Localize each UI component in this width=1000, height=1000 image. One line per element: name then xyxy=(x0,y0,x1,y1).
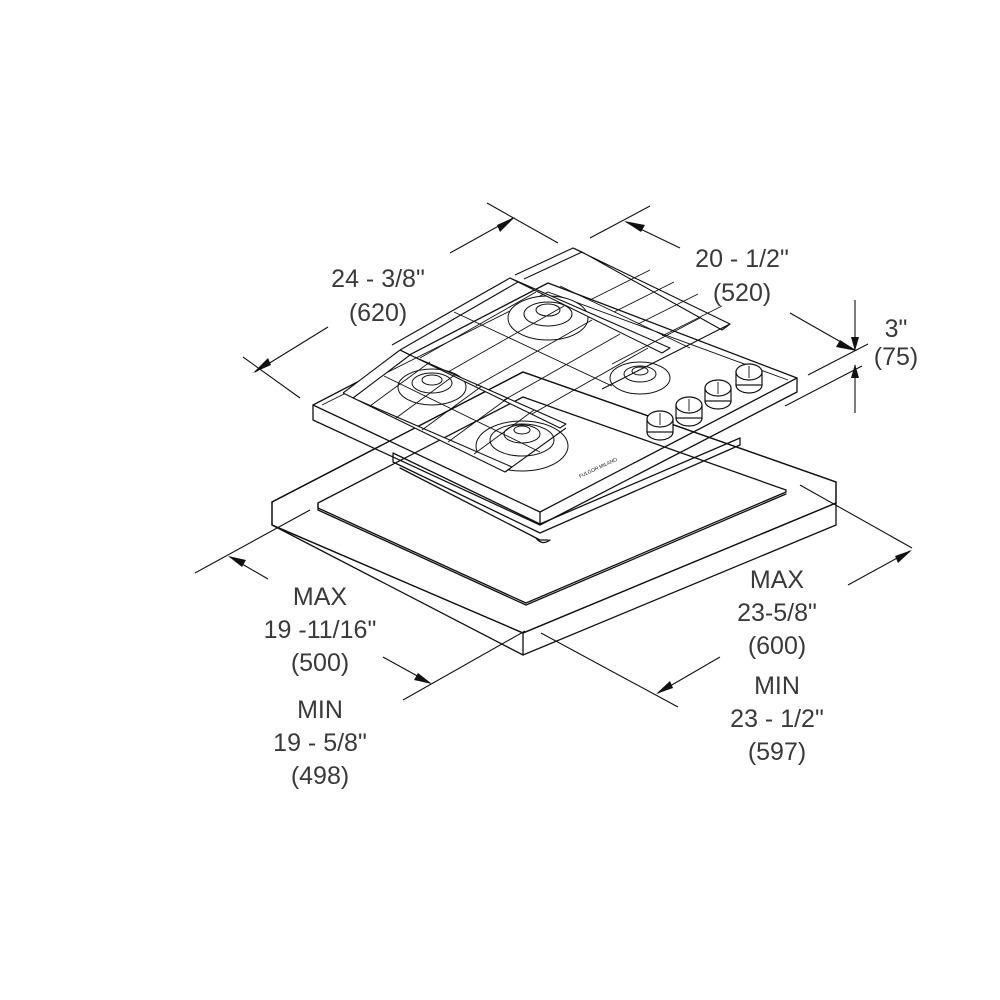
cutout-depth-max-metric: (500) xyxy=(290,649,350,677)
width-imperial: 24 - 3/8" xyxy=(331,265,425,293)
countertop-cutout-frame xyxy=(271,371,837,656)
burner-front-left xyxy=(397,368,467,406)
cutout-depth-min-metric: (498) xyxy=(290,762,350,790)
dimension-line-depth xyxy=(589,205,869,376)
height-dimension-label: 3" (75) xyxy=(866,315,926,371)
knob-3 xyxy=(704,379,732,410)
cutout-depth-dimension-label: MAX 19 -11/16" (500) MIN 19 - 5/8" (498) xyxy=(255,581,385,793)
grate-left xyxy=(342,349,567,473)
depth-metric: (520) xyxy=(712,279,772,307)
cutout-width-dimension-label: MAX 23-5/8" (600) MIN 23 - 1/2" (597) xyxy=(712,564,842,769)
cutout-width-min-metric: (597) xyxy=(747,738,807,766)
dimension-line-width xyxy=(242,202,559,399)
depth-imperial: 20 - 1/2" xyxy=(695,245,789,273)
burner-rear-left xyxy=(507,295,589,341)
knob-4 xyxy=(735,363,763,394)
knob-1 xyxy=(646,410,674,441)
dimension-line-cutout-depth xyxy=(194,509,526,701)
knob-2 xyxy=(675,396,703,427)
cooktop: FULGOR MILANO xyxy=(312,247,798,544)
control-knobs xyxy=(646,363,763,441)
cutout-width-max-metric: (600) xyxy=(747,632,807,660)
cutout-depth-min-label: MIN xyxy=(297,696,343,724)
cutout-width-min-label: MIN xyxy=(754,672,800,700)
cutout-width-max-label: MAX xyxy=(749,566,805,594)
height-imperial: 3" xyxy=(884,315,908,343)
dimension-line-height xyxy=(784,300,863,413)
cutout-width-min-imperial: 23 - 1/2" xyxy=(730,705,824,733)
cutout-depth-min-imperial: 19 - 5/8" xyxy=(273,729,367,757)
dimension-line-cutout-width xyxy=(540,484,913,708)
depth-dimension-label: 20 - 1/2" (520) xyxy=(682,242,802,310)
grate-center xyxy=(391,277,671,415)
width-dimension-label: 24 - 3/8" (620) xyxy=(318,262,438,330)
width-metric: (620) xyxy=(348,299,408,327)
burner-rear-right xyxy=(609,361,671,395)
height-metric: (75) xyxy=(873,343,919,371)
grate-right xyxy=(514,247,731,390)
cutout-depth-max-label: MAX xyxy=(292,583,348,611)
cutout-width-max-imperial: 23-5/8" xyxy=(737,599,817,627)
cutout-depth-max-imperial: 19 -11/16" xyxy=(263,616,377,644)
brand-mark: FULGOR MILANO xyxy=(578,457,618,480)
